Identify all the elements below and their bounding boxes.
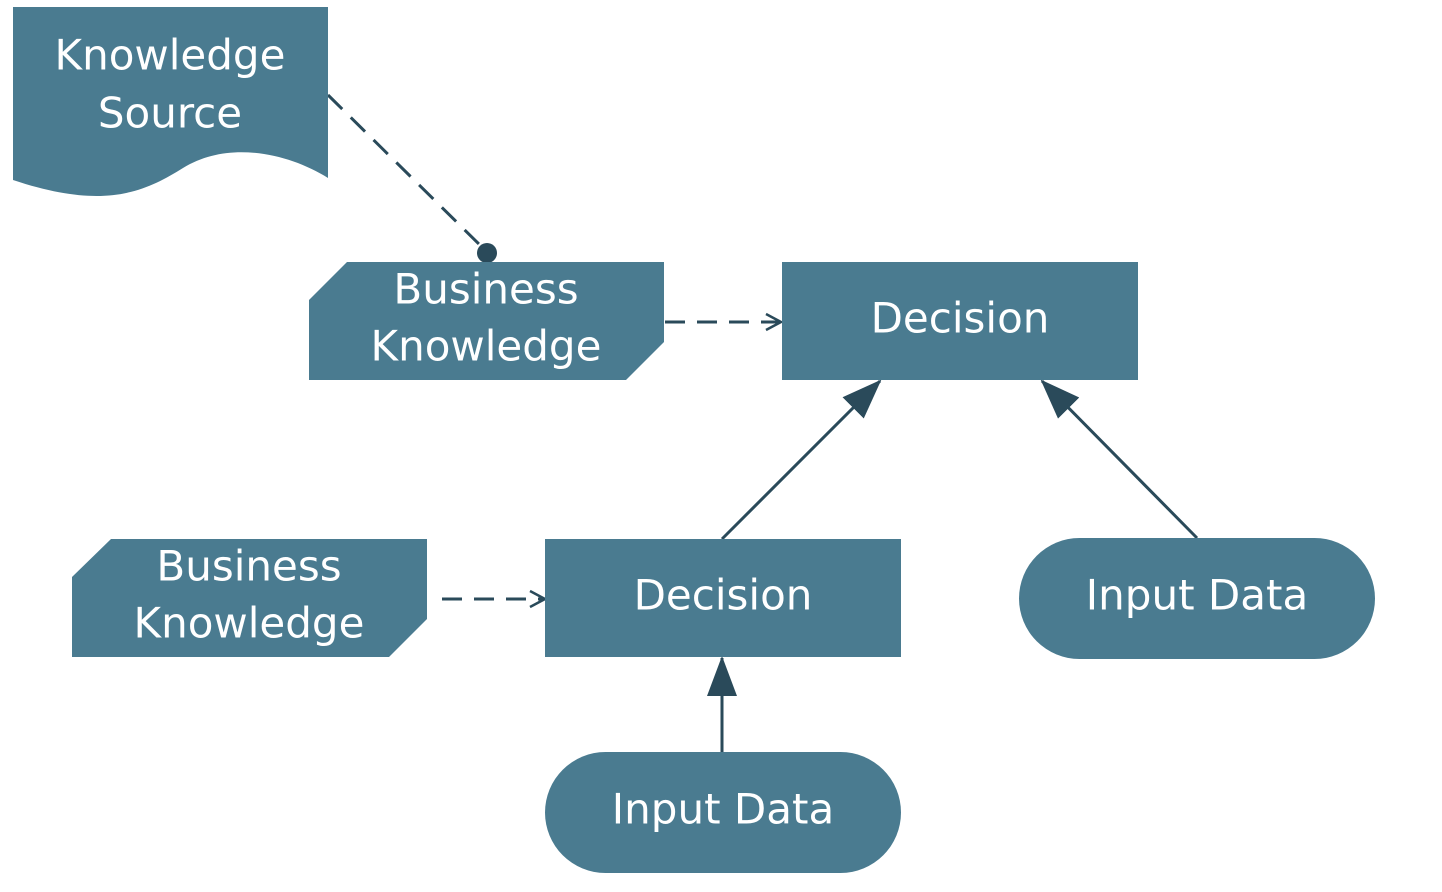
decision-top-shape — [782, 262, 1138, 380]
decision-top-label: Decision — [871, 294, 1050, 343]
information-requirement-edge-input-right — [1040, 379, 1199, 540]
input-data-node-bottom[interactable]: Input Data — [545, 752, 901, 873]
authority-dot — [477, 243, 497, 263]
decision-node-top[interactable]: Decision — [782, 262, 1138, 380]
business-knowledge-top-shape — [309, 262, 664, 380]
information-requirement-edge-decision — [720, 379, 882, 541]
decision-bottom-shape — [545, 539, 901, 657]
decision-bottom-label: Decision — [634, 571, 813, 620]
business-knowledge-bottom-shape — [72, 539, 427, 657]
business-knowledge-top-label-line1: Business — [393, 265, 578, 314]
knowledge-source-label-line1: Knowledge — [55, 31, 286, 80]
nodes: Knowledge Source Business Knowledge Deci… — [13, 7, 1375, 873]
input-data-right-label: Input Data — [1086, 571, 1308, 620]
edges — [326, 93, 1199, 752]
authority-requirement-edge — [326, 93, 487, 252]
business-knowledge-node-bottom[interactable]: Business Knowledge — [72, 539, 427, 657]
knowledge-source-label-line2: Source — [98, 89, 242, 138]
input-data-bottom-shape — [545, 752, 901, 873]
decision-node-bottom[interactable]: Decision — [545, 539, 901, 657]
business-knowledge-bottom-label-line2: Knowledge — [134, 599, 365, 648]
input-data-node-right[interactable]: Input Data — [1019, 538, 1375, 659]
input-data-right-shape — [1019, 538, 1375, 659]
business-knowledge-node-top[interactable]: Business Knowledge — [309, 262, 664, 380]
input-data-bottom-label: Input Data — [612, 785, 834, 834]
knowledge-source-shape — [13, 7, 328, 196]
business-knowledge-top-label-line2: Knowledge — [371, 322, 602, 371]
business-knowledge-bottom-label-line1: Business — [156, 542, 341, 591]
knowledge-source-node[interactable]: Knowledge Source — [13, 7, 328, 196]
